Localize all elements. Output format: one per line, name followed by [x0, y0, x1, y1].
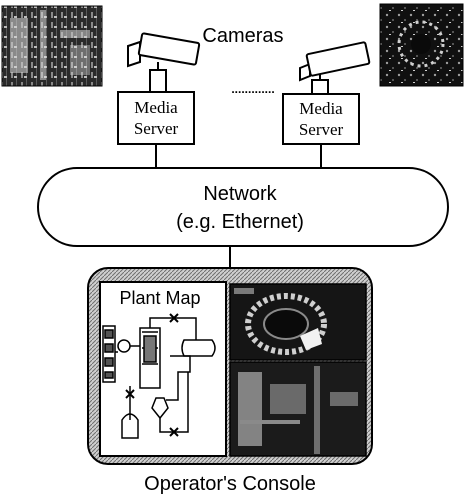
console-label: Operator's Console [144, 473, 316, 495]
left-camera-photo [1, 5, 103, 87]
cameras-label: Cameras [202, 25, 283, 47]
plant-map-label: Plant Map [119, 288, 200, 308]
video-panel-top [229, 283, 367, 361]
media-server-left: Media Server [117, 91, 195, 145]
media-server-right-line2: Server [299, 120, 344, 139]
right-camera-photo [379, 3, 464, 87]
network-label: Network [203, 183, 277, 205]
media-server-right: Media Server [282, 93, 360, 145]
plant-schematic [102, 313, 216, 439]
media-server-left-line1: Media [134, 98, 178, 117]
network-cloud: Network (e.g. Ethernet) [37, 167, 449, 247]
left-camera-icon [127, 32, 201, 93]
operator-console: Plant Map [87, 267, 373, 465]
video-panel-bottom [229, 361, 367, 457]
media-server-right-line1: Media [299, 99, 343, 118]
right-camera-icon [299, 41, 371, 95]
plant-map-panel: Plant Map [99, 281, 227, 457]
media-server-left-line2: Server [134, 119, 179, 138]
ellipsis-dots: ............. [231, 82, 274, 96]
network-example-label: (e.g. Ethernet) [176, 211, 304, 233]
